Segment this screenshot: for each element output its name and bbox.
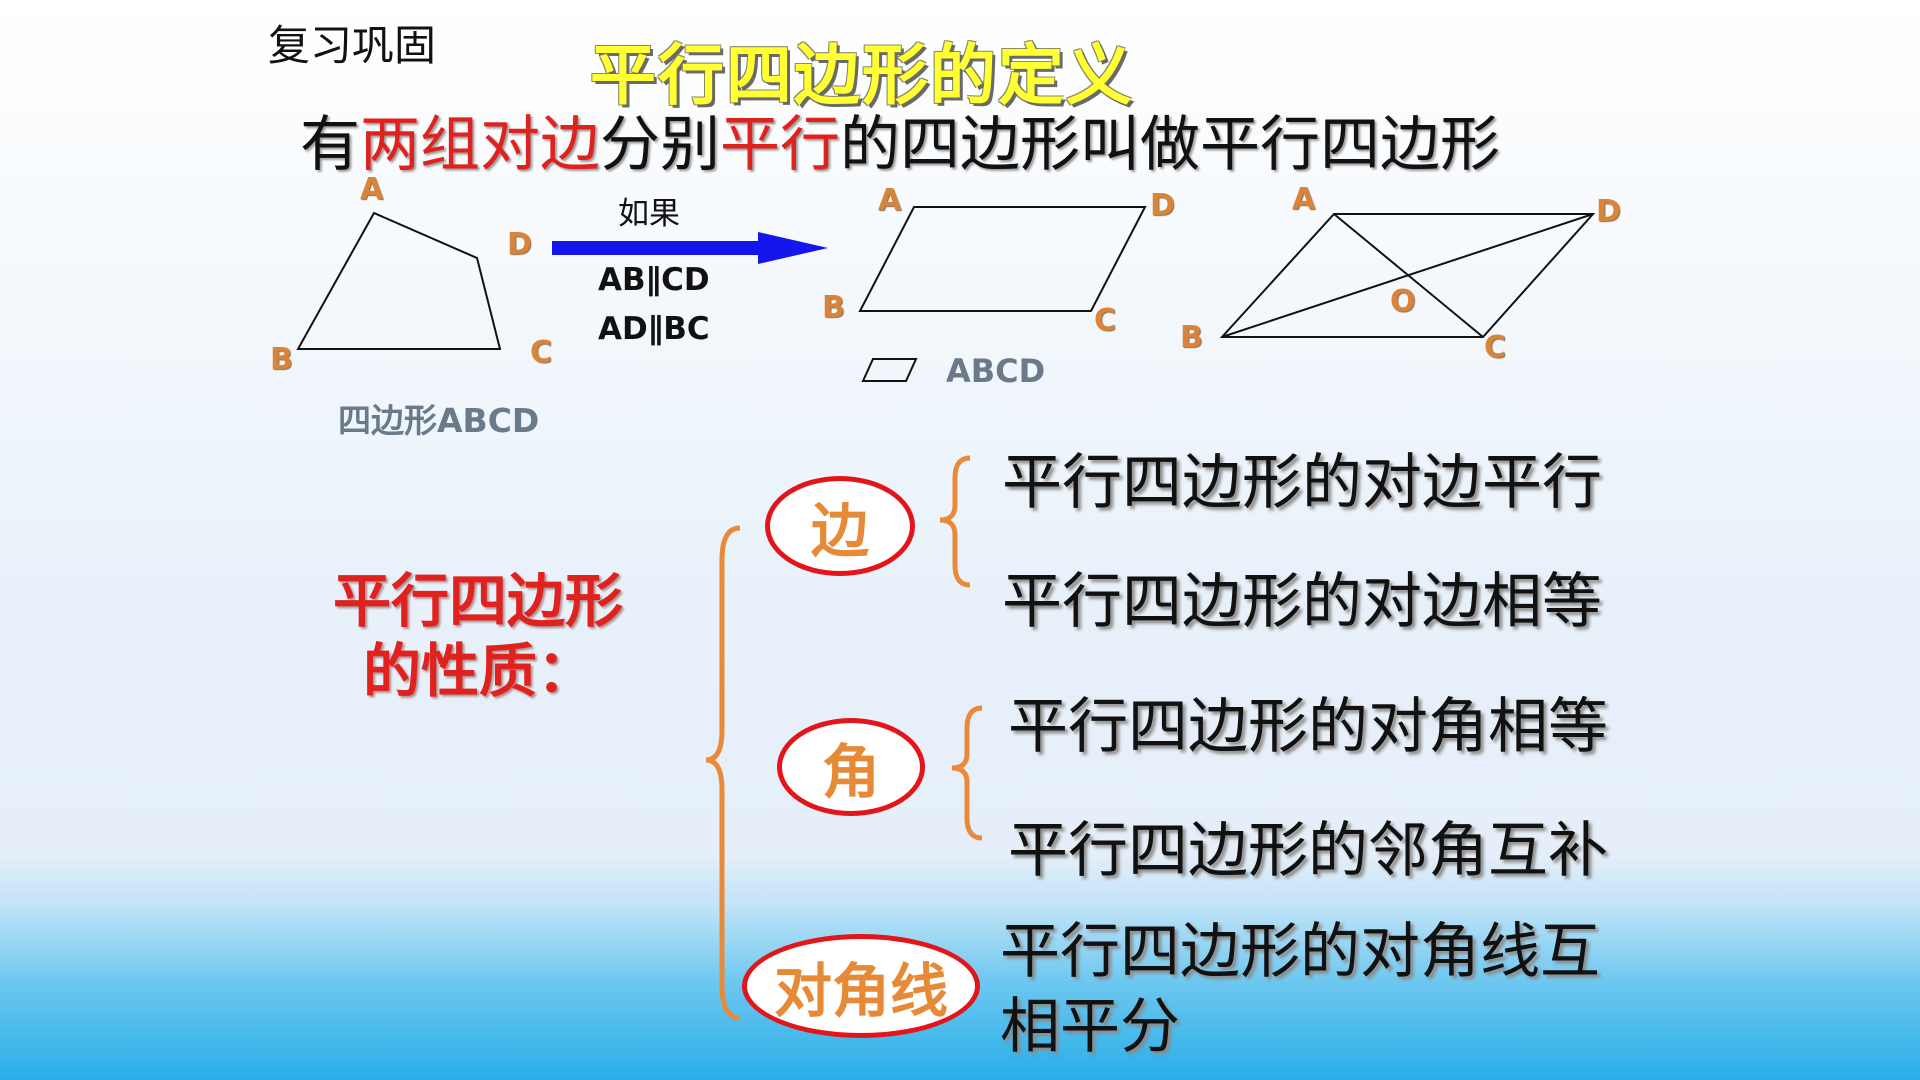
properties-title-line1: 平行四边形 [333, 567, 624, 635]
angle-brace [951, 705, 983, 841]
parallelogram-caption: ABCD [946, 352, 1046, 390]
quad-label-a: A [360, 172, 384, 207]
property-opposite-sides-equal: 平行四边形的对边相等 [1002, 567, 1602, 637]
slide-title: 平行四边形的定义 [590, 37, 1134, 114]
properties-title: 平行四边形 的性质： [333, 566, 673, 706]
para-label-d: D [1150, 188, 1175, 223]
category-edge-oval: 边 [765, 476, 915, 576]
parallelogram-symbol [861, 358, 918, 382]
para-label-c: C [1094, 303, 1117, 338]
properties-title-line2: 的性质： [363, 637, 596, 705]
main-brace [705, 525, 741, 1021]
para-label-a: A [878, 183, 902, 218]
quad-label-c: C [530, 335, 553, 370]
definition-highlight: 平行 [720, 110, 840, 180]
review-label: 复习巩固 [268, 21, 437, 70]
quad-caption: 四边形ABCD [338, 401, 540, 440]
property-adjacent-angles-supplementary: 平行四边形的邻角互补 [1008, 816, 1608, 886]
diag-label-b: B [1180, 320, 1203, 355]
condition-ad-bc: AD∥BC [598, 311, 710, 347]
arrow-shaft [552, 241, 764, 255]
para-label-b: B [822, 290, 845, 325]
property-opposite-sides-parallel: 平行四边形的对边平行 [1002, 448, 1602, 518]
category-angle-oval: 角 [777, 718, 925, 816]
diagonal-bd [1221, 213, 1594, 338]
definition-part: 的四边形叫做平行四边形 [840, 110, 1500, 180]
quad-label-b: B [270, 342, 293, 377]
quad-label-d: D [507, 227, 532, 262]
quadrilateral-shape [296, 211, 502, 350]
definition-part: 分别 [600, 110, 720, 180]
property-diagonals-bisect-line2: 相平分 [1000, 992, 1180, 1062]
edge-brace [939, 455, 971, 588]
arrow-head [758, 232, 828, 264]
diag-label-c: C [1484, 330, 1507, 365]
diag-label-a: A [1292, 182, 1316, 217]
diag-label-d: D [1596, 194, 1621, 229]
diag-label-o: O [1390, 284, 1416, 319]
definition-part: 有 [300, 110, 360, 180]
category-diagonal-oval: 对角线 [742, 934, 980, 1038]
property-diagonals-bisect-line1: 平行四边形的对角线互 [1000, 917, 1600, 987]
definition-sentence: 有两组对边分别平行的四边形叫做平行四边形 [300, 96, 1500, 183]
definition-highlight: 两组对边 [360, 110, 600, 180]
condition-ab-cd: AB∥CD [598, 262, 710, 298]
condition-label: 如果 [618, 196, 680, 232]
parallelogram-shape [858, 206, 1147, 312]
property-opposite-angles-equal: 平行四边形的对角相等 [1008, 692, 1608, 762]
